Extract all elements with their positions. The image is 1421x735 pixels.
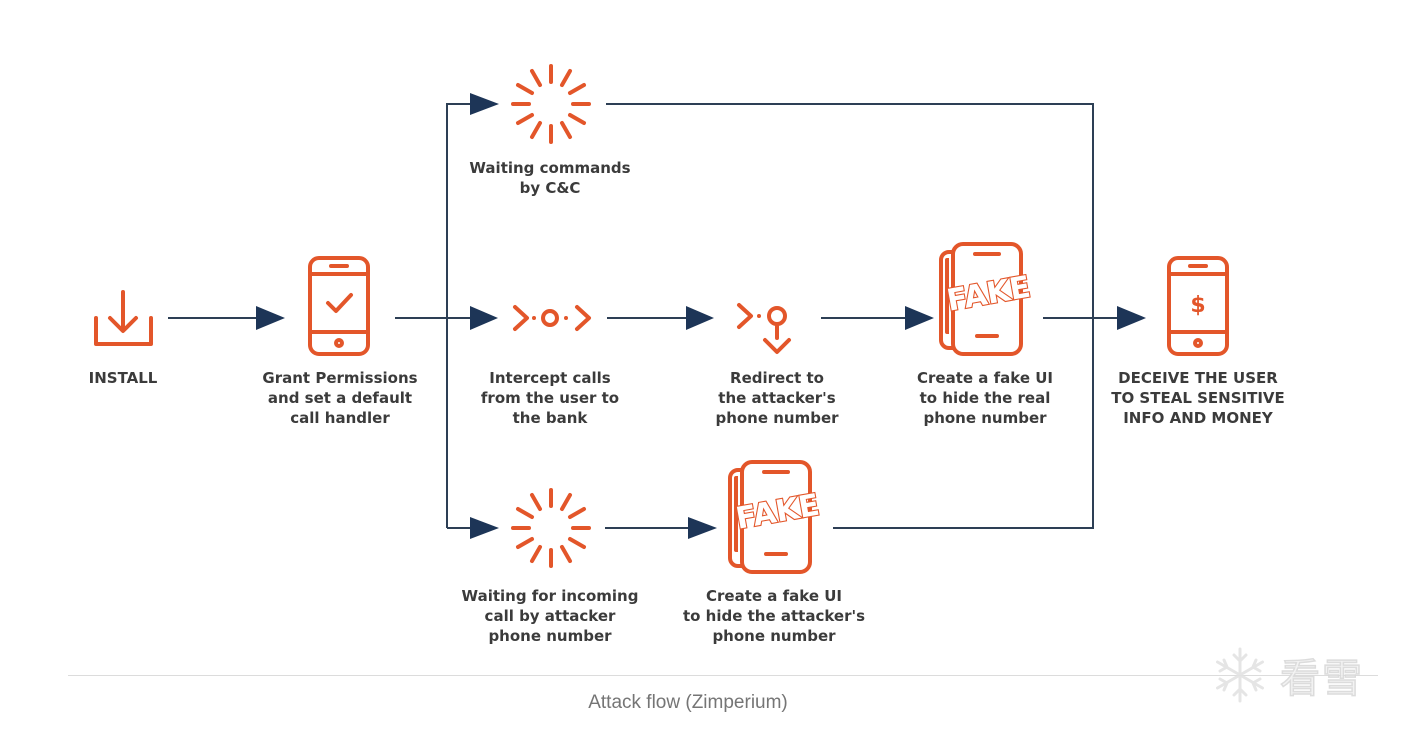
watermark: 看雪 xyxy=(1210,640,1410,710)
fake-phone-icon: FAKE xyxy=(939,242,1034,356)
fake-ui-label-2: Create a fake UI to hide the attacker's … xyxy=(682,587,866,645)
snowflake-icon xyxy=(1216,647,1264,703)
phone-dollar-icon: $ xyxy=(1167,256,1229,356)
watermark-text: 看雪 xyxy=(1279,655,1364,703)
deceive-user-label: DECEIVE THE USER TO STEAL SENSITIVE INFO… xyxy=(1111,369,1285,427)
figure-caption: Attack flow (Zimperium) xyxy=(588,692,788,713)
intercept-calls-label: Intercept calls from the user to the ban… xyxy=(480,369,620,427)
fake-ui-label-1: Create a fake UI to hide the real phone … xyxy=(917,369,1053,427)
waiting-commands-label: Waiting commands by C&C xyxy=(469,159,631,197)
fake-phone-icon: FAKE xyxy=(728,460,823,574)
waiting-burst-icon xyxy=(511,488,591,568)
caption-divider xyxy=(68,675,1378,676)
waiting-incoming-label: Waiting for incoming call by attacker ph… xyxy=(461,587,639,645)
phone-check-icon xyxy=(308,256,370,356)
intercept-icon xyxy=(513,305,591,331)
grant-permissions-label: Grant Permissions and set a default call… xyxy=(262,369,418,427)
download-icon xyxy=(94,290,153,346)
redirect-icon xyxy=(737,303,791,354)
waiting-burst-icon xyxy=(511,64,591,144)
install-label: INSTALL xyxy=(88,369,158,387)
dollar-badge: $ xyxy=(1190,293,1205,318)
redirect-label: Redirect to the attacker's phone number xyxy=(715,369,839,427)
